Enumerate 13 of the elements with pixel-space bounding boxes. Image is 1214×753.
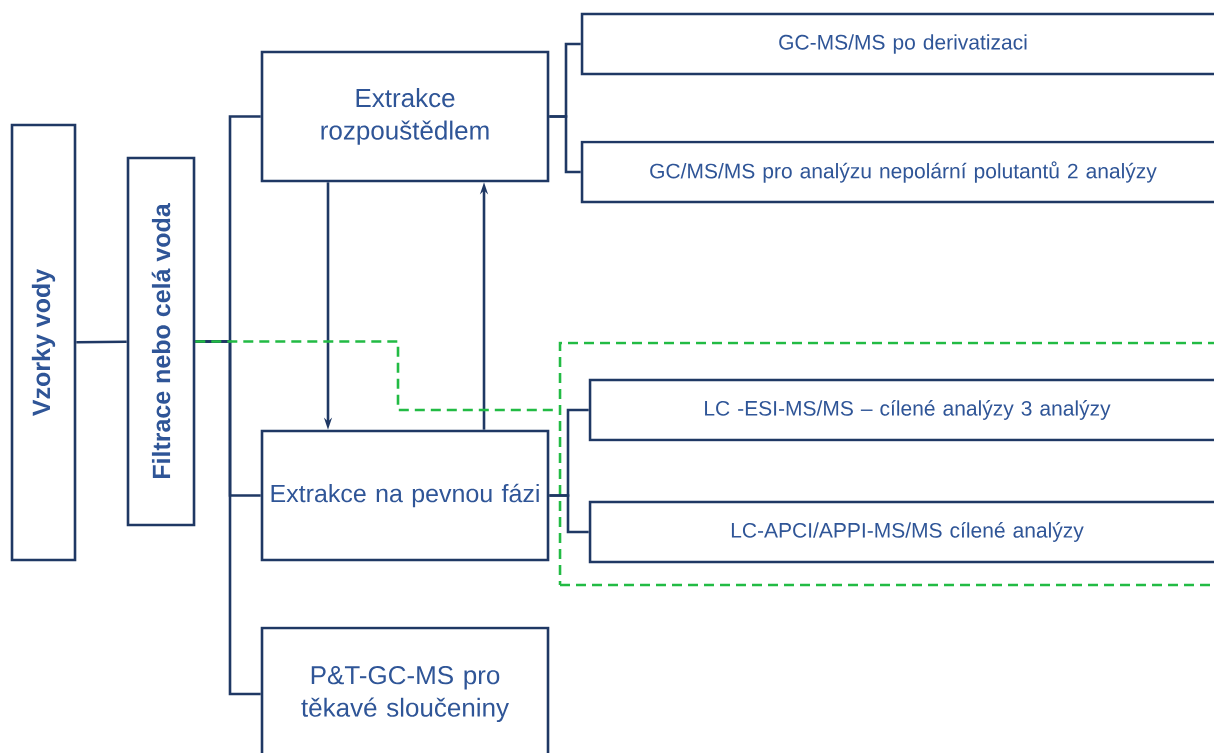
process-box: Extrakce na pevnou fázi [260, 429, 550, 562]
sample-box: Vzorky vody [10, 123, 77, 562]
method-box: LC -ESI-MS/MS – cílené analýzy 3 analýzy [588, 378, 1214, 442]
method-box: LC-APCI/APPI-MS/MS cílené analýzy [588, 500, 1214, 564]
connector-line [549, 494, 589, 534]
method-box: GC-MS/MS po derivatizaci [580, 12, 1214, 76]
process-box: Extrakce rozpouštědlem [260, 50, 550, 183]
connector-line [549, 115, 581, 174]
process-box: Filtrace nebo celá voda [126, 156, 196, 527]
process-box: P&T-GC-MS pro těkavé sloučeniny [260, 626, 550, 753]
method-box: GC/MS/MS pro analýzu nepolární polutantů 2 analýzy [580, 140, 1214, 204]
connector-line [76, 340, 127, 344]
dashed-group-box [558, 341, 1214, 587]
